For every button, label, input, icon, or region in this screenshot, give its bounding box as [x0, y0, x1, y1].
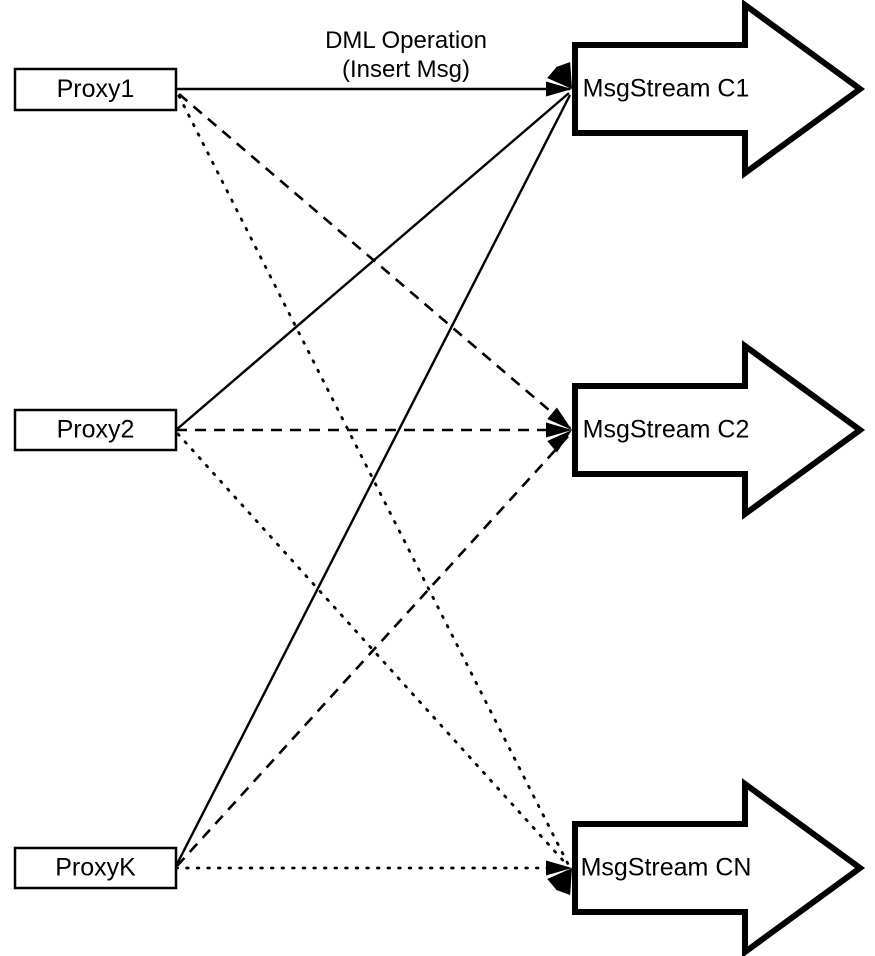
- arrowhead-head-c2-2: [547, 407, 572, 430]
- stream-node-c2[interactable]: MsgStream C2: [572, 340, 866, 520]
- arrowhead-head-c1-2: [556, 62, 572, 89]
- stream-layer: MsgStream C1 MsgStream C2 MsgStream CN: [572, 0, 866, 956]
- link-proxyk-stream-c2: [176, 433, 571, 867]
- proxy-node-k[interactable]: ProxyK: [13, 846, 178, 890]
- link-proxy2-stream-cn: [176, 432, 570, 868]
- stream-arrow-shape-c2: [572, 340, 866, 520]
- arrowhead-head-c1-0: [546, 81, 572, 97]
- link-proxy2-stream-c1: [175, 92, 570, 431]
- edge-label-line1: DML Operation: [325, 27, 487, 54]
- link-layer: [174, 87, 572, 870]
- proxy-box-k: [13, 846, 178, 890]
- arrowhead-head-c1-1: [547, 66, 572, 89]
- proxy-box-2: [13, 408, 178, 452]
- stream-label-c1: MsgStream C1: [583, 75, 750, 103]
- arrowhead-group-stream-c1: [546, 62, 572, 97]
- arrowhead-head-cn-2: [546, 860, 572, 876]
- stream-node-c1[interactable]: MsgStream C1: [572, 0, 866, 179]
- proxy-box-1: [13, 67, 178, 112]
- arrowhead-head-c2-0: [547, 430, 572, 453]
- arrowhead-group-stream-c2: [546, 407, 572, 453]
- stream-label-c2: MsgStream C2: [583, 416, 750, 444]
- proxy-label-1: Proxy1: [57, 75, 135, 103]
- arrowhead-head-c2-1: [546, 422, 572, 438]
- proxy-label-2: Proxy2: [57, 416, 135, 444]
- stream-arrow-shape-c1: [572, 0, 866, 179]
- arrowhead-head-cn-0: [556, 868, 572, 895]
- stream-arrow-shape-cn: [572, 778, 866, 956]
- proxy-label-k: ProxyK: [55, 854, 136, 882]
- arrowhead-head-cn-1: [547, 868, 572, 891]
- stream-label-cn: MsgStream CN: [581, 854, 752, 882]
- arrowhead-layer: [546, 62, 572, 895]
- proxy-node-1[interactable]: Proxy1: [13, 67, 178, 112]
- proxy-layer: Proxy1 Proxy2 ProxyK: [13, 67, 178, 890]
- stream-node-cn[interactable]: MsgStream CN: [572, 778, 866, 956]
- arrowhead-group-stream-cn: [546, 860, 572, 895]
- edge-label-line2: (Insert Msg): [342, 56, 470, 83]
- edge-label-group: DML Operation (Insert Msg): [325, 27, 487, 83]
- link-proxyk-stream-c1: [174, 94, 572, 867]
- proxy-node-2[interactable]: Proxy2: [13, 408, 178, 452]
